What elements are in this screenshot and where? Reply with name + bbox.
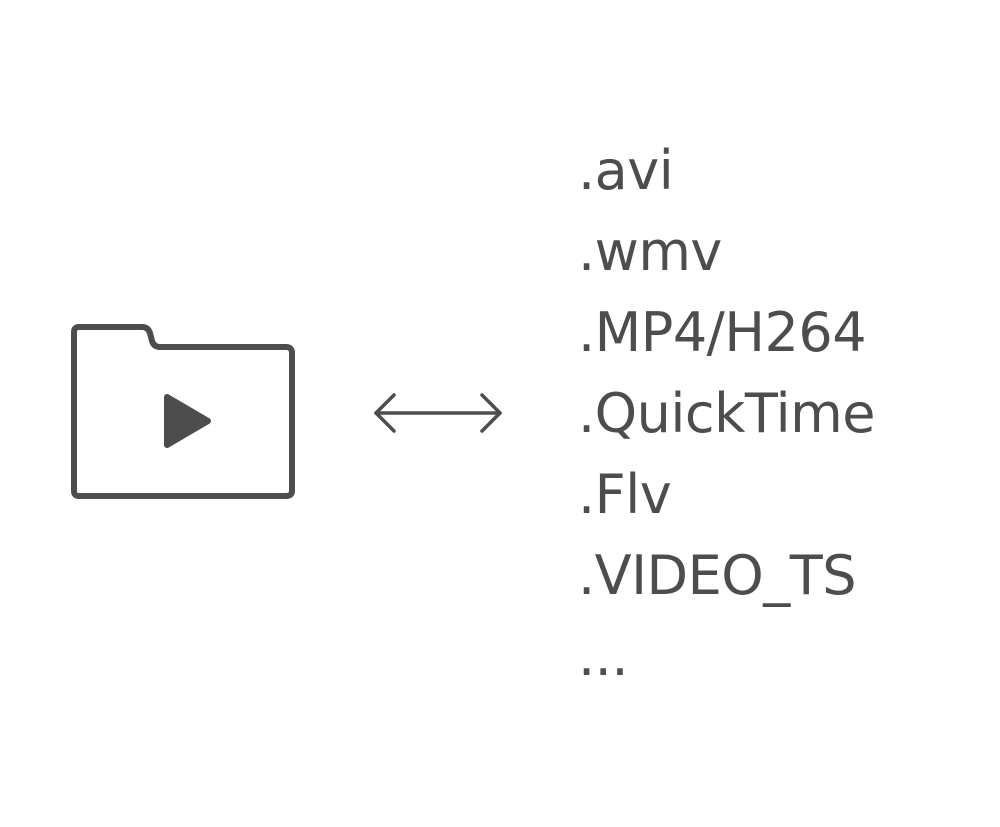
format-quicktime: .QuickTime [578,382,876,445]
format-flv: .Flv [578,463,672,526]
format-mp4-h264: .MP4/H264 [578,301,867,364]
format-video-ts: .VIDEO_TS [578,544,857,607]
double-headed-arrow-icon [374,393,502,433]
format-wmv: .wmv [578,220,722,283]
arrow-head-left [374,393,396,433]
format-ellipsis: ... [578,625,629,688]
format-avi: .avi [578,139,674,202]
play-triangle [164,394,211,448]
format-list: .avi .wmv .MP4/H264 .QuickTime .Flv .VID… [578,130,876,697]
video-folder-icon [71,324,295,499]
arrow-head-right [480,393,502,433]
folder-outline [71,324,295,499]
